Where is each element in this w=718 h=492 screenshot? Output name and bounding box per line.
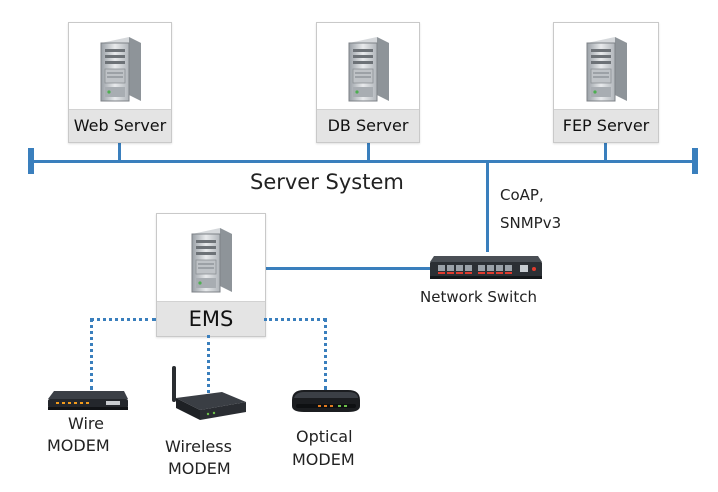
ems-wire-link-h [90,318,156,321]
ems-label: EMS [157,301,265,336]
server-bus-right-cap [692,148,698,174]
server-icon [100,37,141,102]
server-bus [30,160,698,163]
server-label: Web Server [69,109,171,142]
wire-modem-label-line2: MODEM [47,436,110,455]
wireless-modem-icon [172,366,246,420]
ems-node: EMS [156,213,266,337]
wire-modem-icon [48,391,128,410]
network-switch-label: Network Switch [420,288,537,306]
ems-to-switch-link [264,267,434,270]
ems-wire-link-v [90,318,93,390]
server-system-label: Server System [250,170,404,194]
fep-server-link [604,142,607,162]
web-server-link [118,142,121,162]
server-label: FEP Server [554,109,658,142]
fep-server-node: FEP Server [553,22,659,143]
server-icon [348,37,389,102]
optical-modem-label-line2: MODEM [292,450,355,469]
ems-wireless-link [207,335,210,393]
server-icon [191,228,232,293]
optical-modem-icon [292,390,360,412]
server-icon [586,37,627,102]
protocol-label-line2: SNMPv3 [500,214,562,232]
bus-to-switch-link [486,160,489,252]
network-switch-icon [430,256,542,279]
db-server-node: DB Server [316,22,420,143]
db-server-link [367,142,370,162]
wireless-modem-label-line2: MODEM [168,459,231,478]
server-bus-left-cap [28,148,34,174]
web-server-node: Web Server [68,22,172,143]
optical-modem-label-line1: Optical [296,427,353,446]
protocol-label-line1: CoAP, [500,186,544,204]
wire-modem-label-line1: Wire [68,414,104,433]
ems-optical-link-v [324,318,327,390]
server-label: DB Server [317,109,419,142]
wireless-modem-label-line1: Wireless [165,437,232,456]
ems-optical-link-h [264,318,326,321]
